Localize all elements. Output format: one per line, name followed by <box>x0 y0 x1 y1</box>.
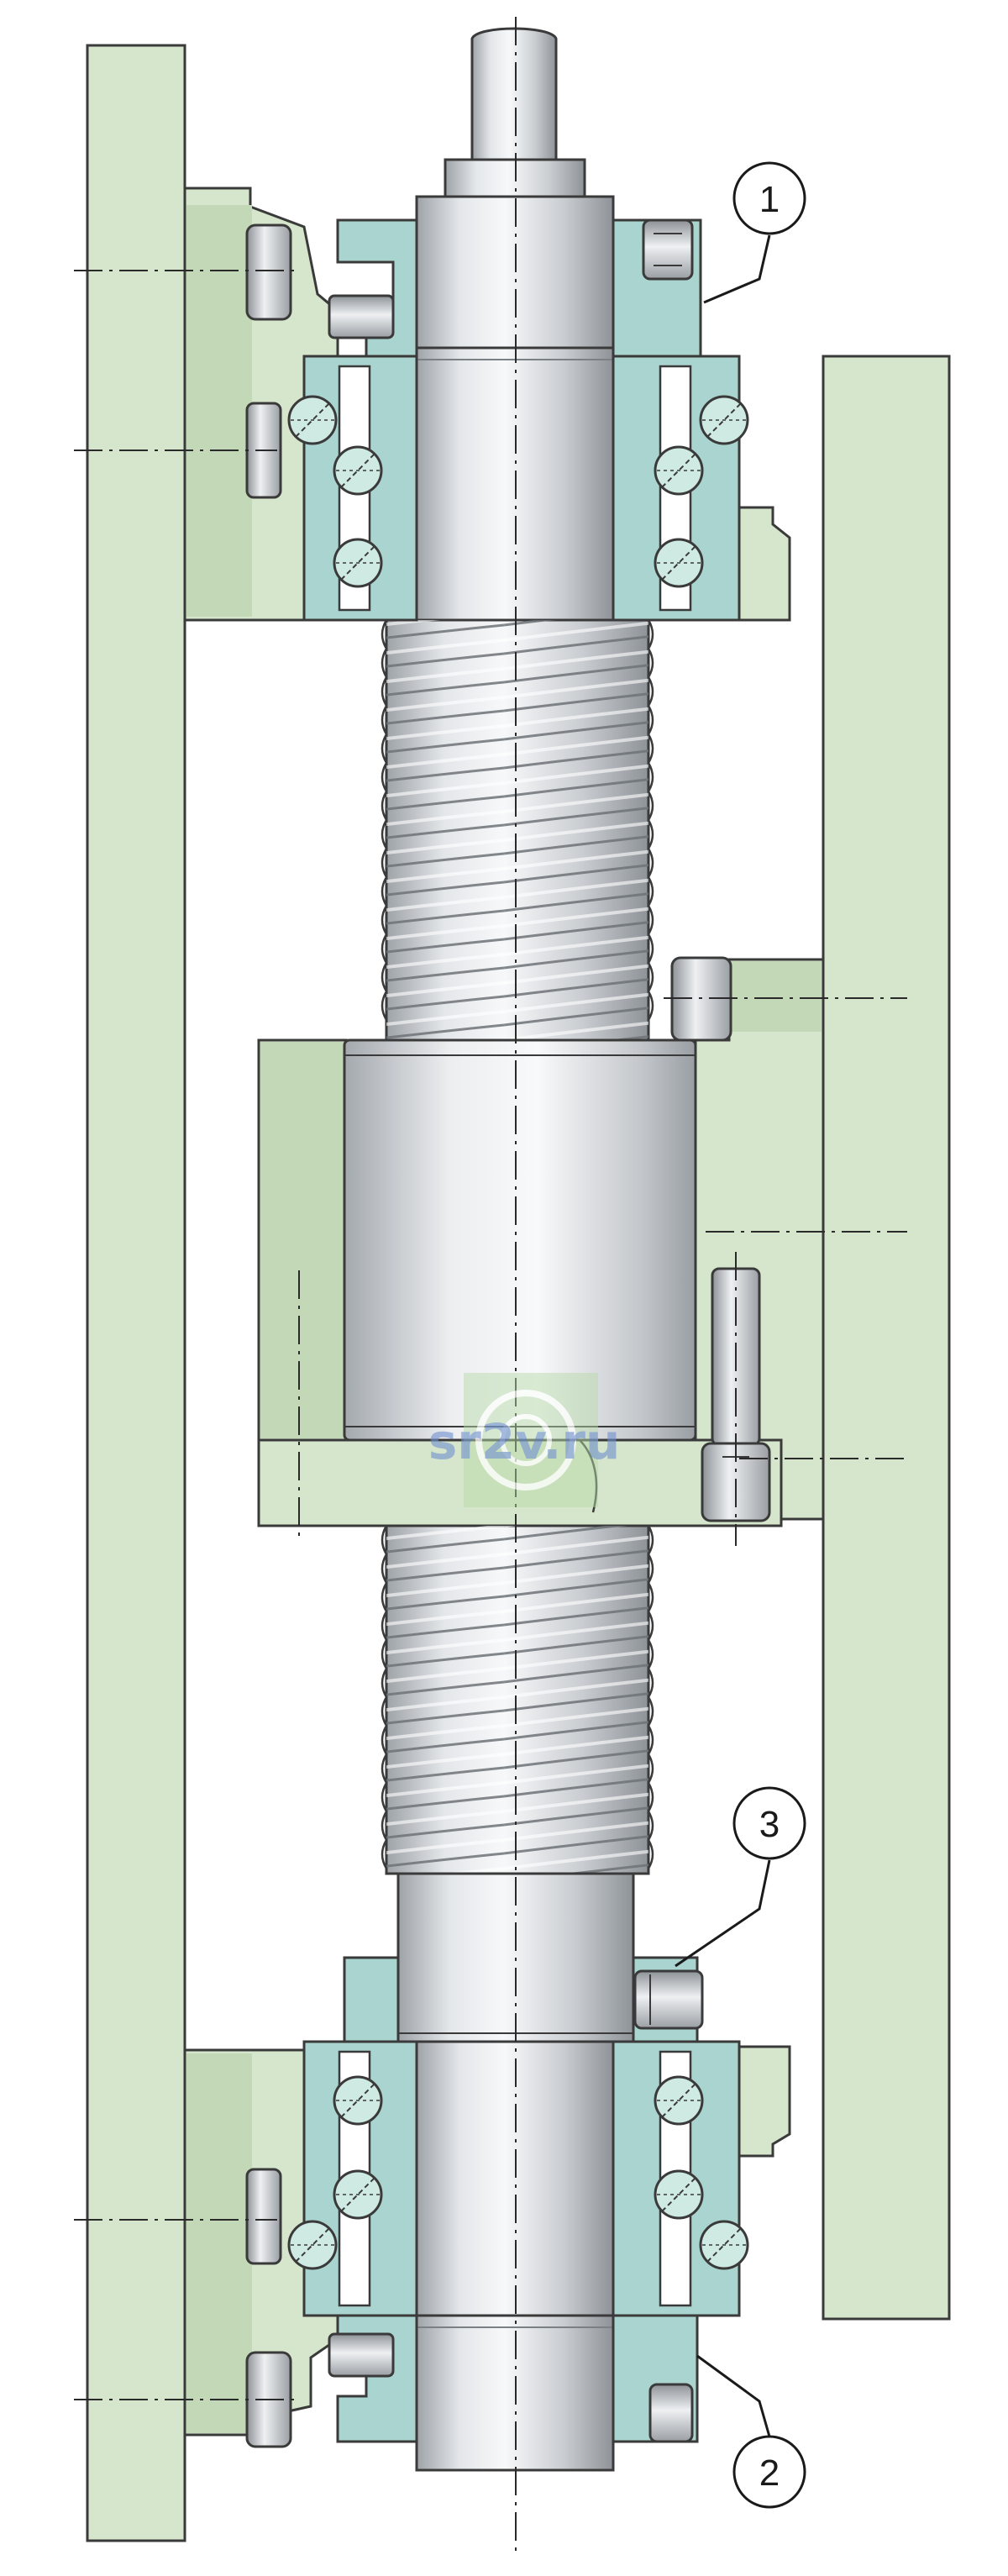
callout-2: 2 <box>696 2354 806 2509</box>
watermark: sr2v.ru <box>428 1373 621 1507</box>
ball-nut <box>343 1038 697 1513</box>
bolt-lower-left-1 <box>328 2332 395 2378</box>
shaft-top-end <box>470 27 558 161</box>
callout-3-label: 3 <box>759 1804 780 1845</box>
set-screw-lower-left <box>648 2383 694 2443</box>
lower-top-locknut <box>343 1956 400 2043</box>
watermark-bearing-icon <box>475 1390 576 1490</box>
callout-1-label: 1 <box>759 179 780 220</box>
set-screw-upper-right <box>642 218 694 281</box>
spindle-shaft <box>381 27 654 2472</box>
housing-shading <box>186 205 822 2433</box>
center-lines <box>74 17 907 2554</box>
fasteners <box>245 218 771 2448</box>
bolt-head-upper-left-1 <box>245 223 292 321</box>
callout-2-label: 2 <box>759 2452 780 2494</box>
set-screw-lower-right <box>633 1969 704 2030</box>
callout-1: 1 <box>703 161 806 304</box>
callout-3: 3 <box>675 1786 806 1968</box>
bolt-upper-left-3 <box>328 294 395 339</box>
bolt-head-lower-left-2 <box>245 2168 282 2265</box>
left-column-wall <box>86 44 186 2542</box>
ball-nut-body <box>343 1038 697 1442</box>
watermark-text: sr2v.ru <box>428 1413 621 1470</box>
right-column-wall <box>822 355 951 2321</box>
